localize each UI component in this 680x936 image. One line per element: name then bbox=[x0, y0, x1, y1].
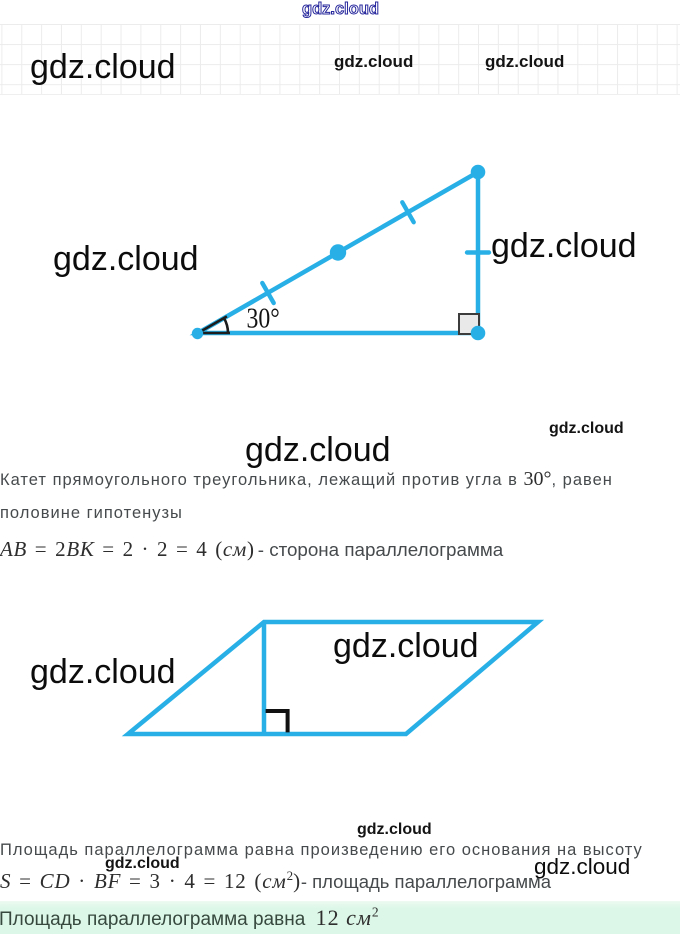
svg-text:30°: 30° bbox=[247, 301, 280, 334]
